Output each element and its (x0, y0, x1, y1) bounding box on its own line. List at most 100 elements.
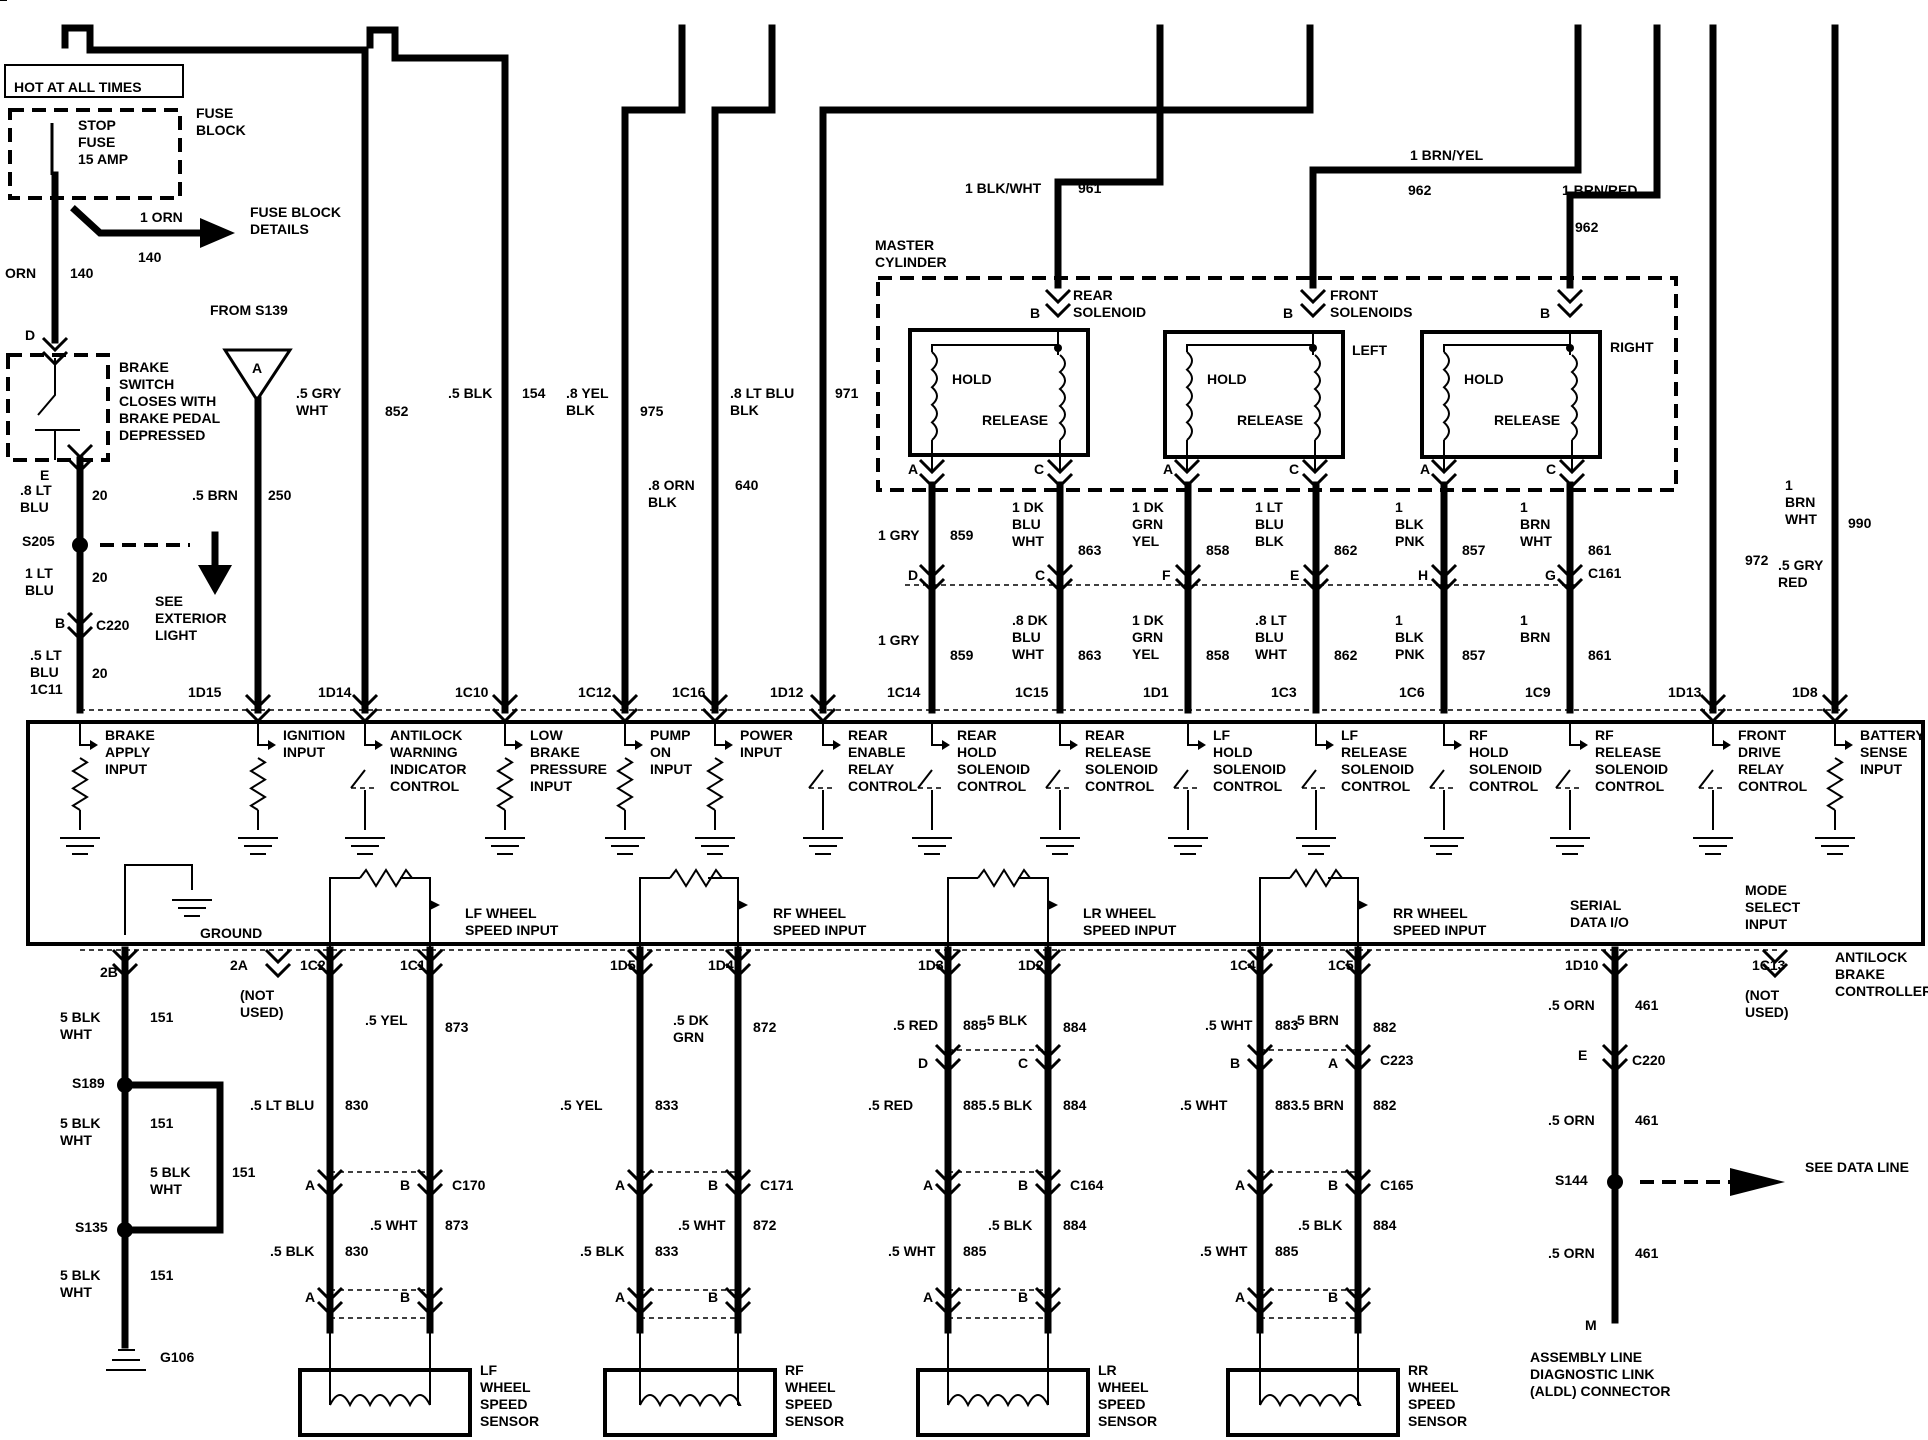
connector-pin (1034, 962, 1062, 979)
circuit-number: 872 (753, 1019, 777, 1035)
connector-pin (1601, 1057, 1629, 1074)
connector-pin (1601, 962, 1629, 979)
connector-pin (1344, 1300, 1372, 1317)
resistor-icon (706, 757, 724, 811)
circuit-number: 882 (1373, 1019, 1397, 1035)
wire-color-label: 5 BLK (60, 1009, 100, 1025)
arrow-icon (430, 900, 440, 910)
junction-dot (1566, 344, 1574, 352)
wire-color-label: 1 BRN/YEL (1410, 147, 1484, 163)
wire-color-label: BLU (1012, 516, 1041, 532)
connector-pin (934, 1300, 962, 1317)
arrow-icon (738, 900, 748, 910)
sensor-name-label: RR (1408, 1362, 1428, 1378)
cavity-label: 1D5 (610, 957, 636, 973)
connector-pin (1556, 288, 1584, 305)
connector-pin (1761, 948, 1789, 965)
mode-select-label: MODE (1745, 882, 1787, 898)
cavity-label: 1D13 (1668, 684, 1702, 700)
ebcm-function-label: RELAY (848, 761, 895, 777)
ebcm-function-label: CONTROL (1469, 778, 1539, 794)
ground-icon (912, 837, 952, 855)
wire-color-label: .5 WHT (1200, 1243, 1248, 1259)
wire-color-label: BLU (20, 499, 49, 515)
wire-color-label: WHT (60, 1284, 92, 1300)
wheel-speed-sensor (603, 1368, 777, 1437)
cavity-label: 1D2 (1018, 957, 1044, 973)
sensor-name-label: LF (480, 1362, 498, 1378)
connector-pin (244, 693, 272, 710)
connector-pin (264, 948, 292, 965)
connector-pin (724, 948, 752, 965)
rear-solenoid-label: REAR (1073, 287, 1113, 303)
ebcm-function-label: PUMP (650, 727, 690, 743)
resistor-icon (669, 868, 724, 888)
ebcm-function-label: SOLENOID (1213, 761, 1286, 777)
ebcm-function-label: RR WHEEL (1393, 905, 1468, 921)
wire-color-label: .8 ORN (648, 477, 695, 493)
wire (948, 1289, 1048, 1319)
connector-pin (1299, 302, 1327, 319)
ground-icon (605, 837, 645, 855)
wire-color-label: ORN (5, 265, 36, 281)
wire-color-label: PNK (1395, 533, 1425, 549)
not-used-label: (NOT (1745, 987, 1780, 1003)
connector-pin (1761, 962, 1789, 979)
ground-icon (238, 837, 278, 855)
wire-color-label: .5 WHT (370, 1217, 418, 1233)
master-cylinder-label: CYLINDER (875, 254, 947, 270)
connector-pin (1044, 302, 1072, 319)
ebcm-function-label: SPEED INPUT (1393, 922, 1487, 938)
wire (1173, 769, 1189, 789)
connector-pin (316, 1182, 344, 1199)
ground-icon (1296, 837, 1336, 855)
wire-color-label: YEL (1132, 533, 1160, 549)
wire-color-label: 1 (1520, 499, 1528, 515)
connector-pin (244, 707, 272, 724)
connector-pin (1430, 577, 1458, 594)
ebcm-function-label: HOLD (1213, 744, 1253, 760)
circuit-number: 961 (1078, 180, 1102, 196)
hold-coil-icon (1442, 351, 1450, 441)
circuit-number: 833 (655, 1243, 679, 1259)
wire (917, 769, 933, 789)
circuit-number: 975 (640, 403, 664, 419)
circuit-number: 151 (150, 1009, 174, 1025)
ebcm-function-label: CONTROL (1738, 778, 1808, 794)
sensor-wire (326, 946, 434, 1334)
circuit-number: 20 (92, 487, 108, 503)
connector-pin (1601, 1043, 1629, 1060)
wire-color-label: .5 ORN (1548, 1112, 1595, 1128)
splice-label: S144 (1555, 1172, 1588, 1188)
cavity-label: 1C10 (455, 684, 489, 700)
connector-pin-label: H (1418, 567, 1428, 583)
circuit-number: 151 (150, 1267, 174, 1283)
sensor-name-label: WHEEL (1098, 1379, 1149, 1395)
circuit-number: 461 (1635, 1245, 1659, 1261)
connector-pin-label: M (1585, 1317, 1597, 1333)
connector-pin (626, 1300, 654, 1317)
sensor-name-label: SENSOR (1098, 1413, 1157, 1429)
arrow-icon (1048, 900, 1058, 910)
sensor-name-label: SPEED (1098, 1396, 1145, 1412)
ebcm-function-label: CONTROL (1595, 778, 1665, 794)
connector-pin-label: D (25, 327, 35, 343)
ebcm-function-label: BRAKE (530, 744, 580, 760)
connector-pin (934, 1182, 962, 1199)
connector-pin (316, 1300, 344, 1317)
circuit-number: 859 (950, 647, 974, 663)
connector-pin (724, 1182, 752, 1199)
wire-color-label: 1 GRY (878, 632, 920, 648)
arrow-icon (515, 740, 523, 750)
connector-pin (626, 1182, 654, 1199)
connector-pin (1344, 1043, 1372, 1060)
circuit-number: 833 (655, 1097, 679, 1113)
wire-color-label: YEL (1132, 646, 1160, 662)
ebcm-function-label: SOLENOID (1595, 761, 1668, 777)
wire-color-label: BLK (1255, 533, 1284, 549)
connector-pin (1301, 458, 1329, 475)
wire-color-label: 1 LT (1255, 499, 1283, 515)
release-coil-icon (1058, 354, 1066, 441)
rear-solenoid-label: SOLENOID (1073, 304, 1146, 320)
